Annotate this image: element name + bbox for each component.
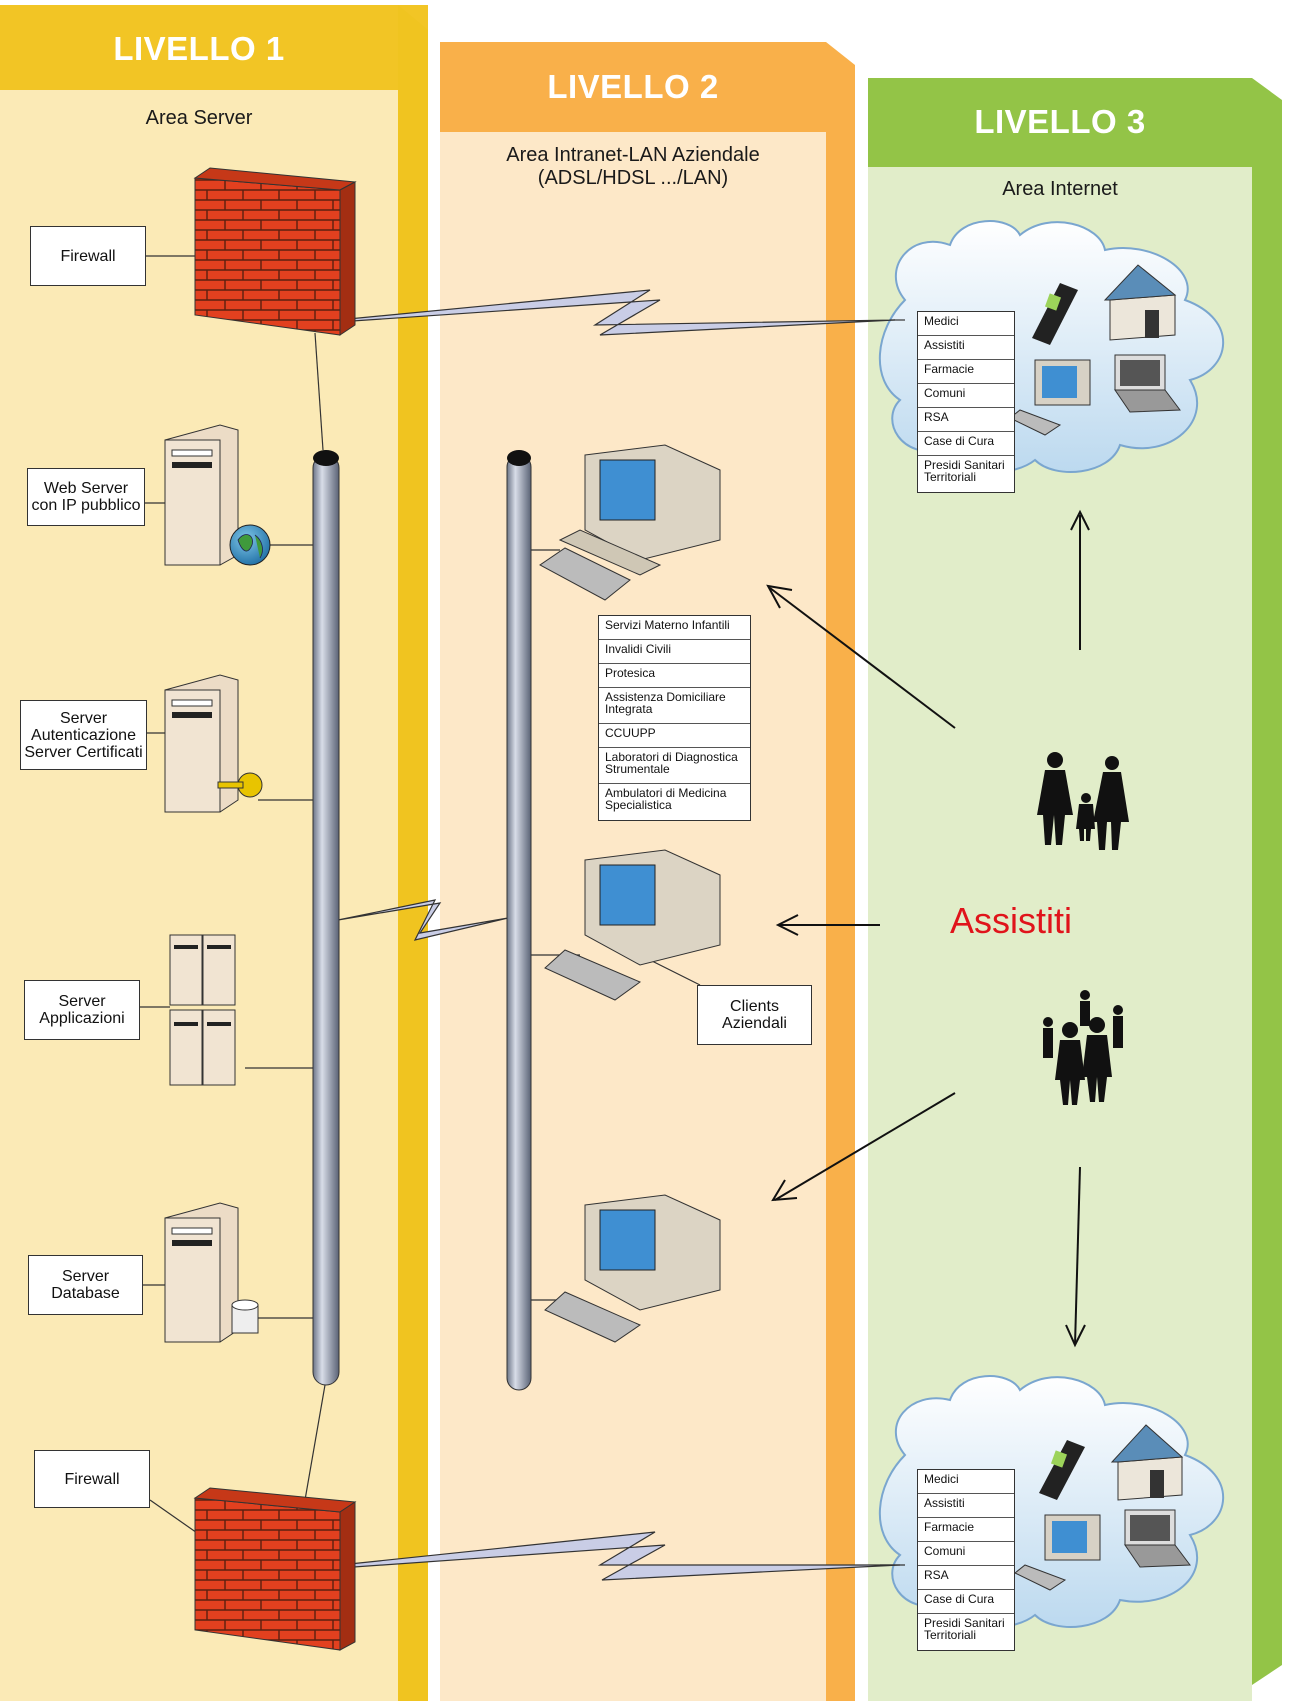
server-connectors — [140, 255, 905, 1566]
web-server-label: Web Server con IP pubblico — [27, 468, 145, 526]
level-2-subtitle-line2: (ADSL/HDSL .../LAN) — [537, 167, 729, 189]
user-item: Comuni — [918, 1542, 1014, 1566]
auth-server-label: Server Autenticazione Server Certificati — [20, 700, 147, 770]
user-item: Presidi Sanitari Territoriali — [924, 1616, 1005, 1642]
user-item: Medici — [918, 1470, 1014, 1494]
service-item: Laboratori di Diagnostica Strumentale — [599, 748, 750, 784]
database-server-label: Server Database — [28, 1255, 143, 1315]
workstation-icon-3 — [544, 1194, 721, 1343]
intranet-backbone-pipe — [506, 450, 532, 1391]
app-server-icon — [169, 934, 236, 1086]
user-item: RSA — [918, 408, 1014, 432]
mobile-phone-icon-bottom — [1039, 1440, 1085, 1500]
firewall-bottom-label: Firewall — [34, 1450, 150, 1508]
web-server-text-2: con IP pubblico — [31, 497, 141, 514]
auth-server-text-2: Autenticazione — [31, 726, 136, 744]
web-server-text-1: Web Server — [43, 480, 129, 497]
internet-users-list-top: Medici Assistiti Farmacie Comuni RSA Cas… — [917, 311, 1015, 493]
laptop-icon-bottom — [1124, 1509, 1191, 1568]
user-item: RSA — [918, 1566, 1014, 1590]
service-item: Servizi Materno Infantili — [599, 616, 750, 640]
user-item: Medici — [918, 312, 1014, 336]
user-item: Case di Cura — [918, 432, 1014, 456]
firewall-top-text: Firewall — [60, 247, 116, 265]
server-backbone-pipe — [312, 450, 340, 1386]
app-server-label: Server Applicazioni — [24, 980, 140, 1040]
database-server-icon — [164, 1202, 259, 1343]
service-item: Protesica — [599, 664, 750, 688]
service-item: Assistenza Domiciliare Integrata — [599, 688, 750, 724]
level-3-title: LIVELLO 3 — [974, 103, 1146, 140]
firewall-top-icon — [193, 167, 357, 336]
firewall-bottom-icon — [193, 1487, 357, 1651]
user-item: Farmacie — [918, 1518, 1014, 1542]
auth-server-text-1: Server — [59, 709, 108, 727]
crowd-silhouette-icon — [1043, 990, 1123, 1105]
level-3-subtitle: Area Internet — [1002, 178, 1118, 200]
level-2-subtitle-line1: Area Intranet-LAN Aziendale — [506, 144, 760, 166]
arrows — [766, 509, 1090, 1348]
user-item: Assistiti — [918, 1494, 1014, 1518]
level-1-title: LIVELLO 1 — [113, 30, 285, 67]
auth-server-icon — [164, 674, 263, 813]
level-2-title: LIVELLO 2 — [547, 68, 719, 105]
clients-label: Clients Aziendali — [697, 985, 812, 1045]
services-list: Servizi Materno Infantili Invalidi Civil… — [598, 615, 751, 821]
desktop-pc-icon-bottom — [1014, 1514, 1101, 1591]
clients-text-2: Aziendali — [722, 1015, 787, 1032]
app-server-text-2: Applicazioni — [39, 1010, 125, 1027]
wan-link-bottom — [339, 1531, 901, 1581]
user-item: Comuni — [918, 384, 1014, 408]
user-item: Assistiti — [918, 336, 1014, 360]
user-item: Case di Cura — [918, 1590, 1014, 1614]
database-server-text-2: Database — [51, 1285, 120, 1302]
database-server-text-1: Server — [61, 1268, 110, 1285]
firewall-top-label: Firewall — [30, 226, 146, 286]
service-item: Ambulatori di Medicina Specialistica — [605, 786, 727, 812]
service-item: Invalidi Civili — [599, 640, 750, 664]
level-1-subtitle: Area Server — [145, 107, 253, 129]
mobile-phone-icon-top — [1032, 283, 1078, 345]
user-item: Presidi Sanitari Territoriali — [924, 458, 1005, 484]
assistiti-label: Assistiti — [950, 900, 1073, 941]
service-item: CCUUPP — [599, 724, 750, 748]
workstation-icon-2 — [544, 849, 721, 1001]
house-icon-top — [1103, 264, 1177, 341]
auth-server-text-3: Server Certificati — [24, 743, 143, 761]
laptop-icon-top — [1114, 354, 1181, 413]
workstation-icon-1 — [539, 444, 721, 601]
web-server-icon — [164, 424, 271, 566]
family-silhouette-icon — [1037, 752, 1129, 850]
app-server-text-1: Server — [58, 993, 106, 1010]
user-item: Farmacie — [918, 360, 1014, 384]
house-icon-bottom — [1110, 1424, 1184, 1501]
desktop-pc-icon-top — [1009, 359, 1091, 436]
clients-text-1: Clients — [730, 998, 779, 1015]
firewall-bottom-text: Firewall — [64, 1470, 120, 1488]
wan-link-top — [337, 289, 896, 336]
internet-users-list-bottom: Medici Assistiti Farmacie Comuni RSA Cas… — [917, 1469, 1015, 1651]
